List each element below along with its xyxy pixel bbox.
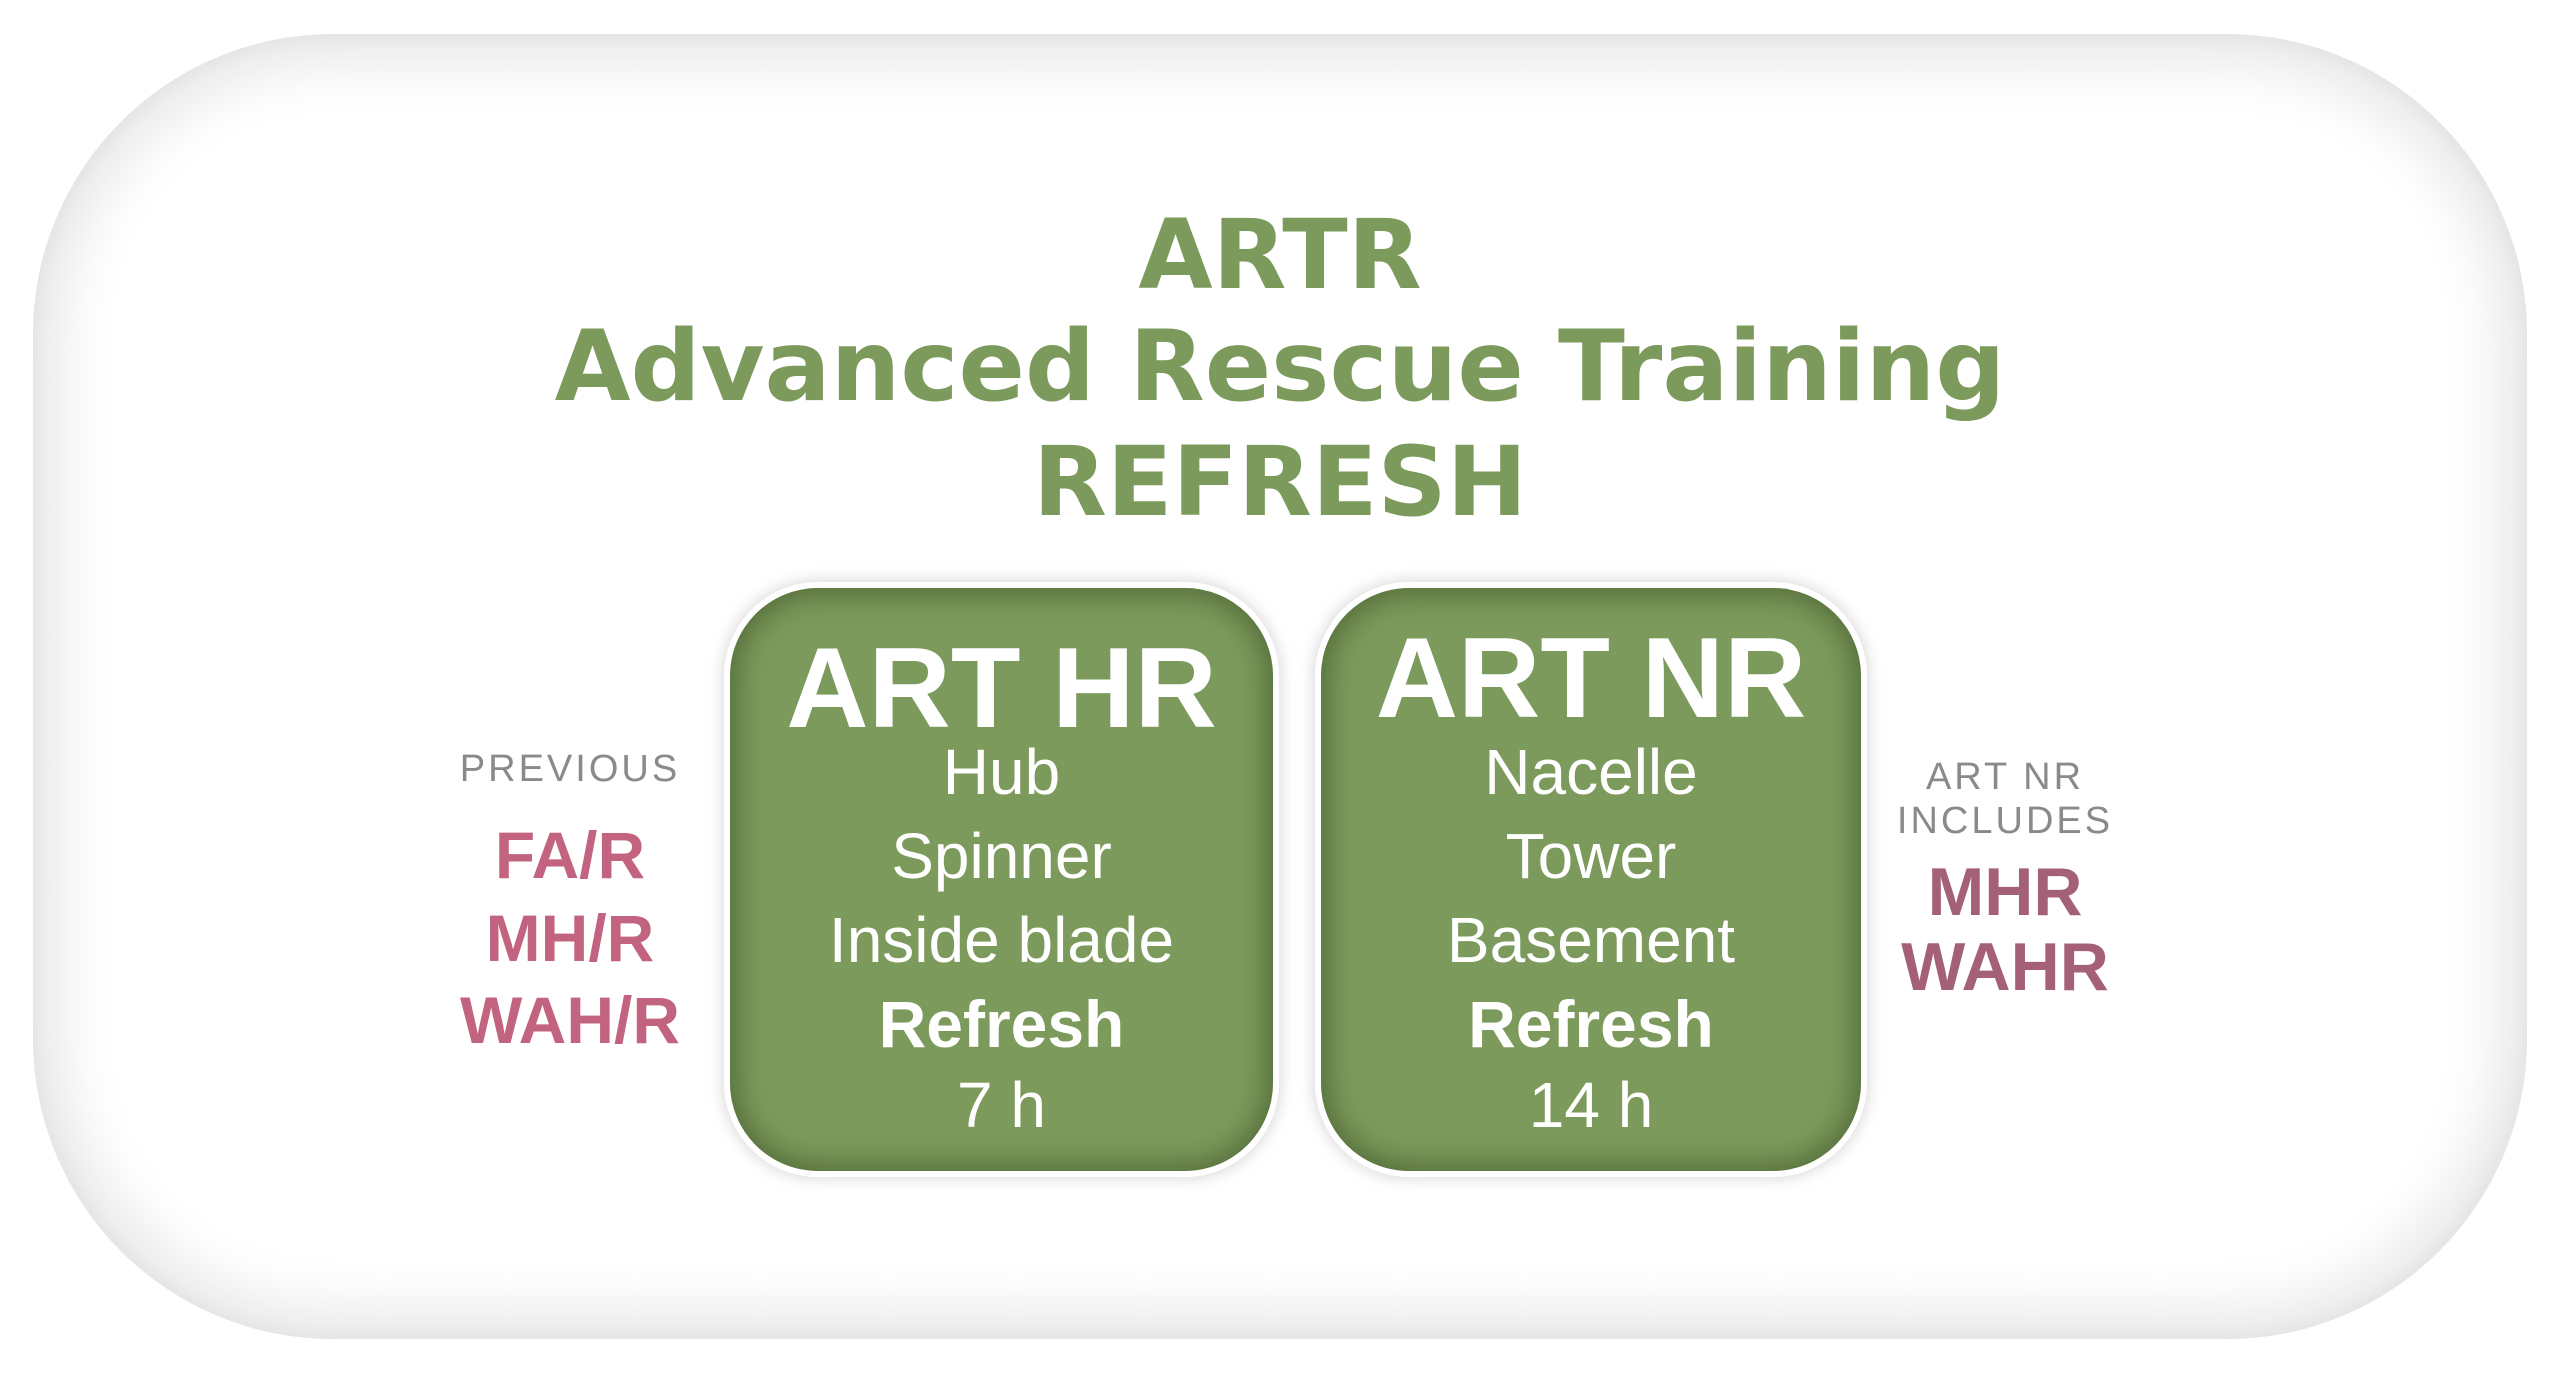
card-art-hr: ART HR Hub Spinner Inside blade Refresh … (730, 588, 1273, 1171)
card-art-nr-item-nacelle: Nacelle (1484, 736, 1698, 808)
card-art-nr-refresh: Refresh (1468, 987, 1714, 1061)
includes-label-line1: ART NR (1925, 756, 2085, 798)
card-art-nr-duration: 14 h (1528, 1069, 1654, 1141)
title-full-name: Advanced Rescue Training (554, 310, 2006, 424)
includes-item-wahr: WAHR (1901, 929, 2109, 1005)
previous-item-mh-r: MH/R (485, 901, 655, 975)
card-art-hr-item-inside-blade: Inside blade (828, 904, 1175, 976)
card-art-nr-item-tower: Tower (1505, 820, 1677, 892)
previous-label: PREVIOUS (459, 748, 681, 790)
previous-item-wah-r: WAH/R (460, 983, 680, 1057)
includes-label-line2: INCLUDES (1896, 800, 2114, 842)
title-refresh: REFRESH (1032, 426, 1528, 538)
title-acronym: ARTR (1138, 199, 1422, 311)
outer-rounded-frame (33, 34, 2527, 1339)
card-art-nr: ART NR Nacelle Tower Basement Refresh 14… (1321, 588, 1861, 1171)
card-art-nr-item-basement: Basement (1446, 904, 1736, 976)
includes-item-mhr: MHR (1927, 854, 2083, 930)
card-art-hr-item-spinner: Spinner (891, 820, 1112, 892)
previous-item-fa-r: FA/R (494, 818, 646, 892)
card-art-hr-title: ART HR (786, 625, 1217, 752)
card-art-hr-item-hub: Hub (942, 736, 1061, 808)
card-art-hr-refresh: Refresh (878, 987, 1125, 1061)
card-art-nr-title: ART NR (1375, 615, 1807, 742)
card-art-hr-duration: 7 h (957, 1069, 1046, 1141)
